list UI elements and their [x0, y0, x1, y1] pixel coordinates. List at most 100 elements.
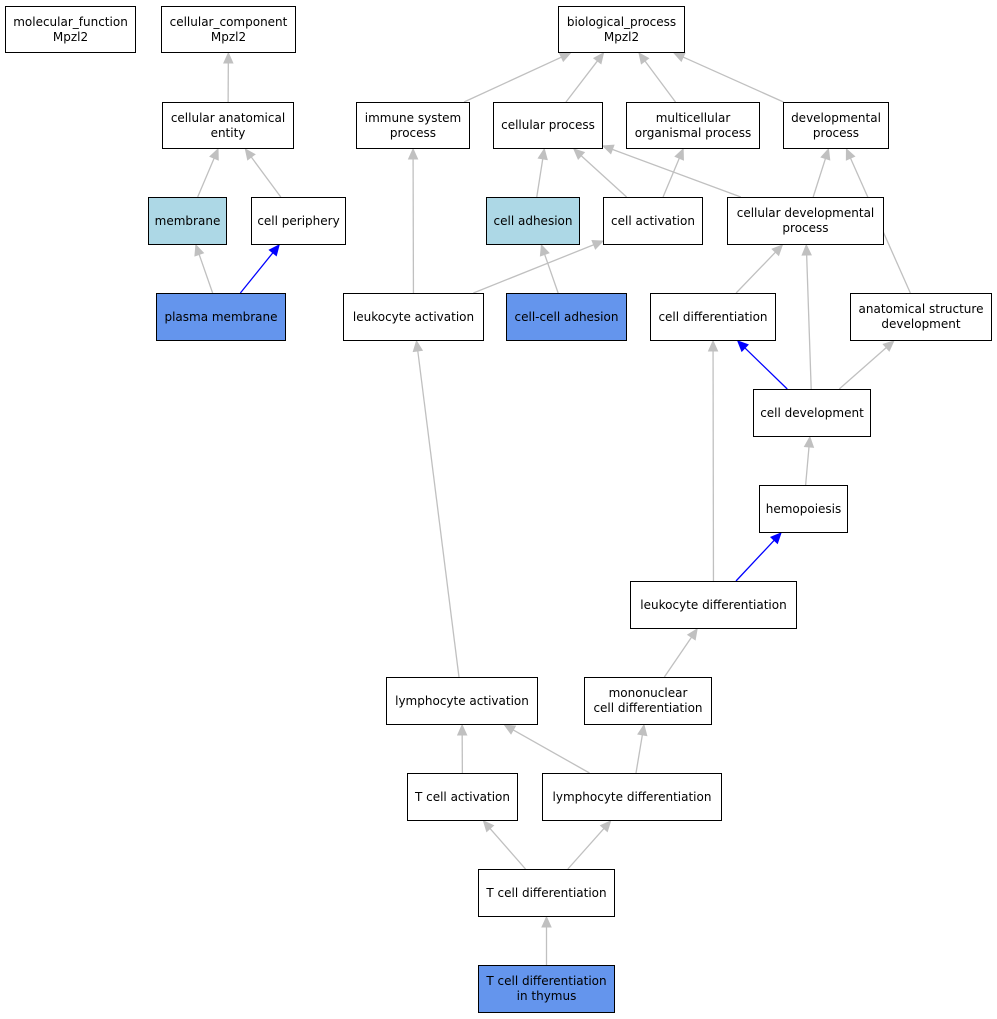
node-hemopoiesis[interactable]: hemopoiesis — [759, 485, 848, 533]
edge-lymphocyte_activation-to-leukocyte_activation — [412, 339, 460, 678]
node-t-cell-activation[interactable]: T cell activation — [407, 773, 518, 821]
edge-line — [735, 539, 775, 582]
edge-multicellular_organismal_process-to-biological_process — [638, 52, 677, 103]
node-cellular-process[interactable]: cellular process — [493, 102, 603, 149]
edge-arrowhead — [736, 340, 749, 353]
edge-developmental_process-to-biological_process — [672, 52, 784, 103]
edge-cell_development-to-anatomical_structure_development — [838, 340, 895, 390]
edge-line — [804, 446, 810, 486]
edge-line — [239, 252, 274, 294]
edge-arrowhead — [572, 148, 586, 160]
node-cell-adhesion[interactable]: cell adhesion — [486, 197, 580, 245]
node-developmental-process[interactable]: developmental process — [783, 102, 889, 149]
edge-arrowhead — [599, 820, 612, 833]
node-membrane[interactable]: membrane — [148, 197, 227, 245]
edge-arrowhead — [209, 147, 219, 161]
node-label: plasma membrane — [164, 309, 278, 324]
node-lymphocyte-activation[interactable]: lymphocyte activation — [386, 677, 538, 725]
edge-mononuclear_cell_differentiation-to-leukocyte_differentiation — [663, 627, 698, 678]
node-label: immune system process — [364, 110, 462, 140]
edge-cell_activation-to-cellular_process — [572, 148, 628, 198]
edge-arrowhead — [407, 147, 419, 160]
node-label: molecular_function Mpzl2 — [13, 14, 128, 44]
edge-line — [197, 157, 215, 198]
edge-arrowhead — [268, 244, 280, 257]
node-label: cellular_component Mpzl2 — [169, 14, 288, 44]
edge-line — [635, 734, 643, 774]
edge-cell_development-to-cell_differentiation — [736, 340, 788, 390]
edge-arrowhead — [707, 339, 719, 352]
edge-arrowhead — [820, 147, 831, 161]
node-label: biological_process Mpzl2 — [566, 14, 677, 44]
node-label: leukocyte differentiation — [640, 597, 787, 612]
edge-immune_system_process-to-biological_process — [463, 52, 572, 103]
edge-line — [735, 251, 776, 294]
edge-line — [473, 244, 594, 294]
edge-arrowhead — [558, 52, 572, 63]
edge-cellular_developmental_process-to-developmental_process — [812, 147, 831, 198]
edge-arrowhead — [482, 820, 495, 833]
node-anatomical-structure-development[interactable]: anatomical structure development — [850, 293, 992, 341]
node-cellular-developmental-process[interactable]: cellular developmental process — [727, 197, 884, 245]
node-cell-cell-adhesion[interactable]: cell-cell adhesion — [506, 293, 627, 341]
edge-t_cell_differentiation_in_thymus-to-t_cell_differentiation — [541, 915, 552, 965]
edge-line — [512, 729, 590, 774]
node-leukocyte-differentiation[interactable]: leukocyte differentiation — [630, 581, 797, 629]
node-t-cell-differentiation-in-thymus[interactable]: T cell differentiation in thymus — [478, 965, 615, 1013]
node-lymphocyte-differentiation[interactable]: lymphocyte differentiation — [542, 773, 722, 821]
node-cell-development[interactable]: cell development — [753, 389, 871, 437]
edge-line — [838, 347, 887, 390]
edge-line — [417, 350, 460, 678]
node-label: leukocyte activation — [352, 309, 475, 324]
edge-t_cell_activation-to-lymphocyte_activation — [456, 723, 468, 774]
edge-plasma_membrane-to-cell_periphery — [239, 244, 280, 294]
edge-cellular_developmental_process-to-cellular_process — [601, 144, 742, 198]
node-cell-differentiation[interactable]: cell differentiation — [650, 293, 776, 341]
node-label: membrane — [154, 213, 221, 228]
node-label: T cell differentiation — [486, 885, 607, 900]
edge-leukocyte_differentiation-to-cell_differentiation — [707, 339, 719, 582]
edge-line — [580, 155, 628, 198]
edge-line — [612, 148, 742, 198]
node-label: cell development — [760, 405, 864, 420]
edge-line — [250, 156, 282, 198]
edge-line — [463, 56, 562, 103]
edge-leukocyte_activation-to-cell_activation — [473, 240, 605, 294]
node-multicellular-organismal-process[interactable]: multicellular organismal process — [626, 102, 760, 149]
edge-cell_periphery-to-cellular_anatomical_entity — [244, 148, 282, 198]
edge-line — [644, 60, 677, 103]
edge-line — [812, 158, 827, 198]
node-biological-process[interactable]: biological_process Mpzl2 — [558, 6, 685, 53]
edge-lymphocyte_differentiation-to-mononuclear_cell_differentiation — [635, 723, 648, 774]
edge-arrowhead — [803, 435, 815, 448]
edge-hemopoiesis-to-cell_development — [803, 435, 815, 486]
node-leukocyte-activation[interactable]: leukocyte activation — [343, 293, 484, 341]
edge-arrowhead — [801, 243, 812, 256]
node-cell-activation[interactable]: cell activation — [603, 197, 703, 245]
edge-line — [662, 157, 680, 198]
edge-lymphocyte_differentiation-to-lymphocyte_activation — [503, 724, 590, 774]
edge-arrowhead — [223, 51, 234, 64]
node-immune-system-process[interactable]: immune system process — [356, 102, 470, 149]
edge-arrowhead — [503, 724, 517, 735]
edge-line — [806, 254, 812, 390]
edge-arrowhead — [771, 244, 784, 257]
node-label: T cell activation — [414, 789, 511, 804]
node-label: cell activation — [611, 213, 695, 228]
node-cellular-anatomical-entity[interactable]: cellular anatomical entity — [162, 102, 294, 149]
node-t-cell-differentiation[interactable]: T cell differentiation — [478, 869, 615, 917]
node-plasma-membrane[interactable]: plasma membrane — [156, 293, 286, 341]
node-cellular-component[interactable]: cellular_component Mpzl2 — [161, 6, 296, 53]
edge-line — [744, 347, 788, 390]
node-cell-periphery[interactable]: cell periphery — [251, 197, 346, 245]
edge-arrowhead — [537, 147, 548, 161]
edge-t_cell_differentiation-to-lymphocyte_differentiation — [567, 820, 612, 870]
edge-line — [682, 56, 784, 103]
edge-arrowhead — [244, 148, 256, 161]
node-label: hemopoiesis — [765, 501, 842, 516]
edge-arrowhead — [845, 147, 856, 161]
node-molecular-function[interactable]: molecular_function Mpzl2 — [5, 6, 136, 53]
node-mononuclear-cell-differentiation[interactable]: mononuclear cell differentiation — [584, 677, 712, 725]
edge-plasma_membrane-to-membrane — [194, 243, 214, 294]
edge-membrane-to-cellular_anatomical_entity — [197, 147, 219, 198]
